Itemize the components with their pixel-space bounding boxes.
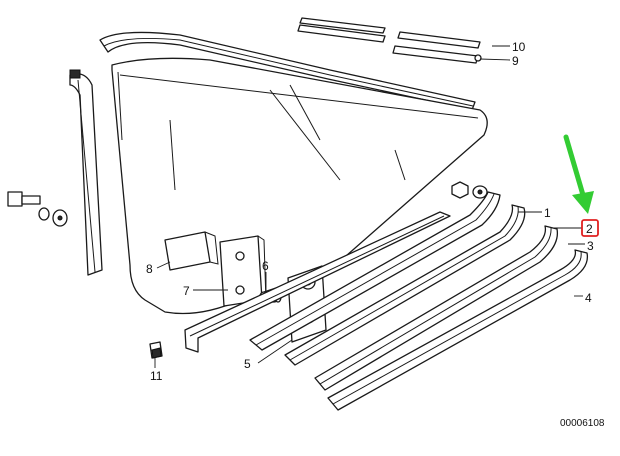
seal-channel-1 [249, 191, 501, 351]
seal-strip-10 [397, 31, 481, 49]
callout-4[interactable]: 4 [585, 291, 592, 305]
callout-9[interactable]: 9 [512, 54, 519, 68]
clip-11 [149, 341, 163, 359]
callout-2[interactable]: 2 [586, 222, 593, 236]
callout-10[interactable]: 10 [512, 40, 526, 54]
seal-channel-3 [314, 225, 559, 391]
callout-7[interactable]: 7 [183, 284, 190, 298]
callout-3[interactable]: 3 [587, 239, 594, 253]
seal-strip-9 [392, 45, 482, 64]
seal-channel-4 [327, 249, 589, 411]
highlight-box [581, 219, 599, 237]
nut-and-washer [451, 181, 488, 199]
callout-11[interactable]: 11 [150, 369, 163, 383]
mounting-plate-7 [219, 235, 267, 307]
callout-1[interactable]: 1 [544, 206, 551, 220]
callout-5[interactable]: 5 [244, 357, 251, 371]
vertical-guide-rail [69, 69, 103, 276]
lower-glass-rail [184, 211, 451, 353]
seal-channel-1b [284, 204, 526, 366]
diagram-code: 00006108 [560, 418, 605, 429]
green-pointer-arrow [563, 134, 594, 214]
callout-6[interactable]: 6 [262, 259, 269, 273]
seal-strip-upper-left [297, 17, 386, 43]
leader-lines [154, 45, 585, 368]
guide-block-8 [164, 231, 219, 271]
callout-8[interactable]: 8 [146, 262, 153, 276]
bolt-and-washers [7, 191, 68, 227]
